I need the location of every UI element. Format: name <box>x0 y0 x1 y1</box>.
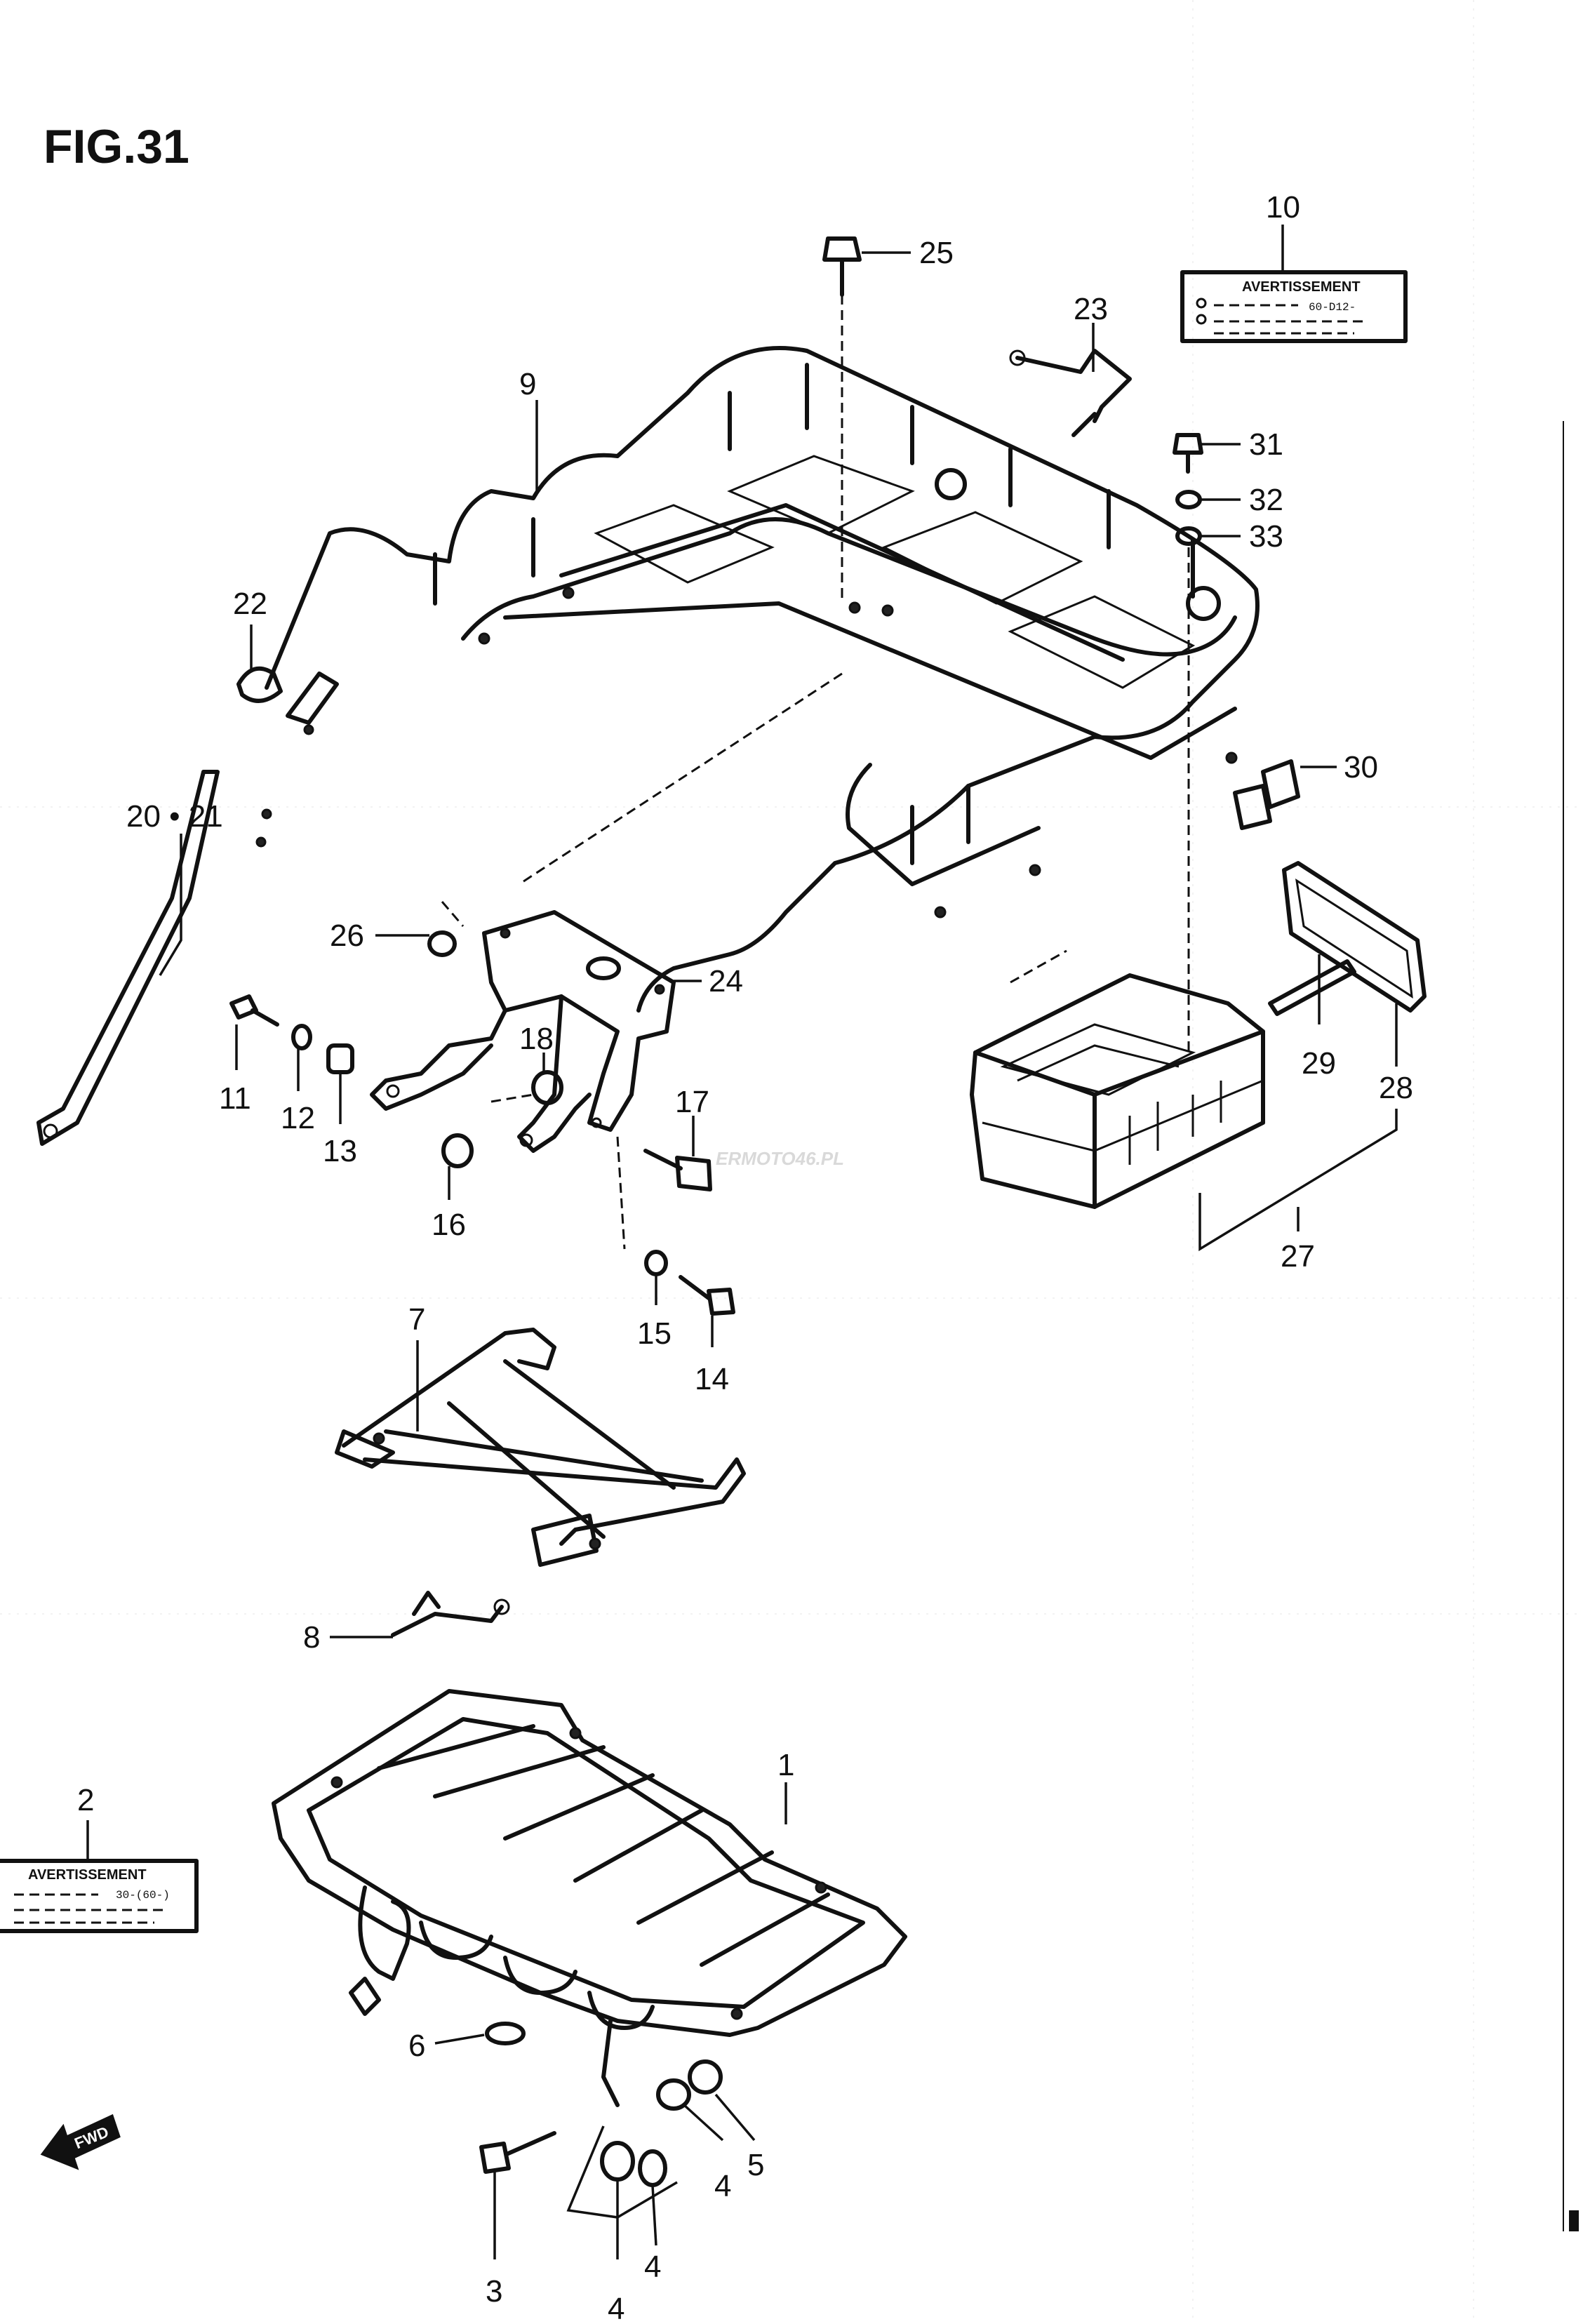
grommet-7 <box>485 2022 526 2045</box>
label-2-heading: AVERTISSEMENT <box>28 1867 147 1883</box>
clip-30 <box>1233 759 1300 830</box>
callout-26: 26 <box>330 919 364 953</box>
nut-26 <box>427 930 457 957</box>
callout-12: 11 <box>219 1081 251 1116</box>
figure-title: FIG.31 <box>44 120 189 173</box>
callout-14: 13 <box>323 1134 357 1168</box>
bolt-3 <box>479 2131 556 2174</box>
callout-24: 24 <box>709 964 743 999</box>
callout-20-21: 20 • 21 <box>126 799 223 834</box>
bracket-8 <box>335 1328 746 1567</box>
stay-bar <box>36 672 339 1146</box>
bolt-15 <box>679 1275 735 1316</box>
callout-11: 10 <box>1266 190 1300 225</box>
assembly-lines <box>441 295 1190 1250</box>
callout-31: 31 <box>1249 427 1283 462</box>
upper-carrier-rack <box>265 346 1260 1013</box>
leader-lines <box>86 225 1398 2259</box>
callout-33: 33 <box>1249 519 1283 554</box>
callout-2: 2 <box>77 1783 94 1817</box>
callout-5: 4 <box>714 2169 731 2203</box>
lower-carrier-rack <box>272 1689 907 2107</box>
callout-23: 23 <box>1074 292 1108 326</box>
label-2-code: 30-(60-) <box>116 1889 170 1902</box>
washer-33 <box>1175 526 1202 546</box>
callout-18: 17 <box>675 1085 709 1119</box>
watermark: ERMOTO46.PL <box>716 1148 844 1169</box>
collar-14 <box>326 1043 354 1074</box>
label-11-code: 60-D12- <box>1309 301 1356 314</box>
nut-19 <box>531 1070 563 1105</box>
nut-16 <box>644 1250 668 1276</box>
callout-6: 5 <box>747 2148 764 2182</box>
lid-28 <box>1282 861 1427 1013</box>
forward-direction-marker: FWD <box>40 2113 121 2170</box>
callout-28: 28 <box>1379 1071 1413 1105</box>
callout-22: 22 <box>233 587 267 621</box>
callout-8: 7 <box>408 1302 425 1337</box>
callout-3: 3 <box>486 2274 502 2309</box>
callout-1: 1 <box>777 1748 794 1782</box>
callout-32: 32 <box>1249 483 1283 517</box>
callout-10: 9 <box>519 367 536 401</box>
nut-17 <box>441 1133 474 1168</box>
callout-13: 12 <box>281 1101 315 1135</box>
callout-17: 16 <box>432 1208 466 1242</box>
callouts: 25 10 23 31 32 33 9 22 20 • 21 30 26 24 … <box>77 190 1413 2324</box>
bolt-25 <box>822 236 862 297</box>
washer-5 <box>656 2078 691 2111</box>
callout-25: 25 <box>919 236 954 270</box>
callout-15: 14 <box>695 1362 729 1396</box>
bolt-18 <box>643 1149 712 1191</box>
storage-box-27 <box>970 973 1265 1209</box>
collar-4 <box>600 2141 667 2187</box>
washer-6 <box>688 2059 723 2095</box>
label-11-heading: AVERTISSEMENT <box>1242 279 1361 295</box>
callout-16: 15 <box>637 1316 672 1351</box>
caution-label-11: AVERTISSEMENT 60-D12- <box>1180 270 1408 343</box>
bracket-9 <box>391 1591 510 1637</box>
strap-29 <box>1268 959 1356 1016</box>
bracket-24 <box>370 910 676 1153</box>
callout-4b: 4 <box>608 2292 624 2324</box>
bolt-12 <box>229 994 279 1027</box>
callout-30: 30 <box>1344 750 1378 784</box>
clamp-22 <box>236 666 283 703</box>
callout-19: 18 <box>519 1022 554 1056</box>
washer-32 <box>1175 490 1202 509</box>
callout-7: 6 <box>408 2029 425 2063</box>
callout-27: 27 <box>1281 1239 1315 1274</box>
bolt-31 <box>1173 433 1203 474</box>
callout-9: 8 <box>303 1620 320 1655</box>
washer-13 <box>291 1024 312 1050</box>
bracket-23 <box>1009 349 1132 437</box>
callout-4a: 4 <box>644 2250 661 2284</box>
edge-mark <box>1569 2210 1579 2231</box>
caution-label-2: AVERTISSEMENT 30-(60-) <box>0 1859 199 1933</box>
callout-29: 29 <box>1302 1046 1336 1081</box>
